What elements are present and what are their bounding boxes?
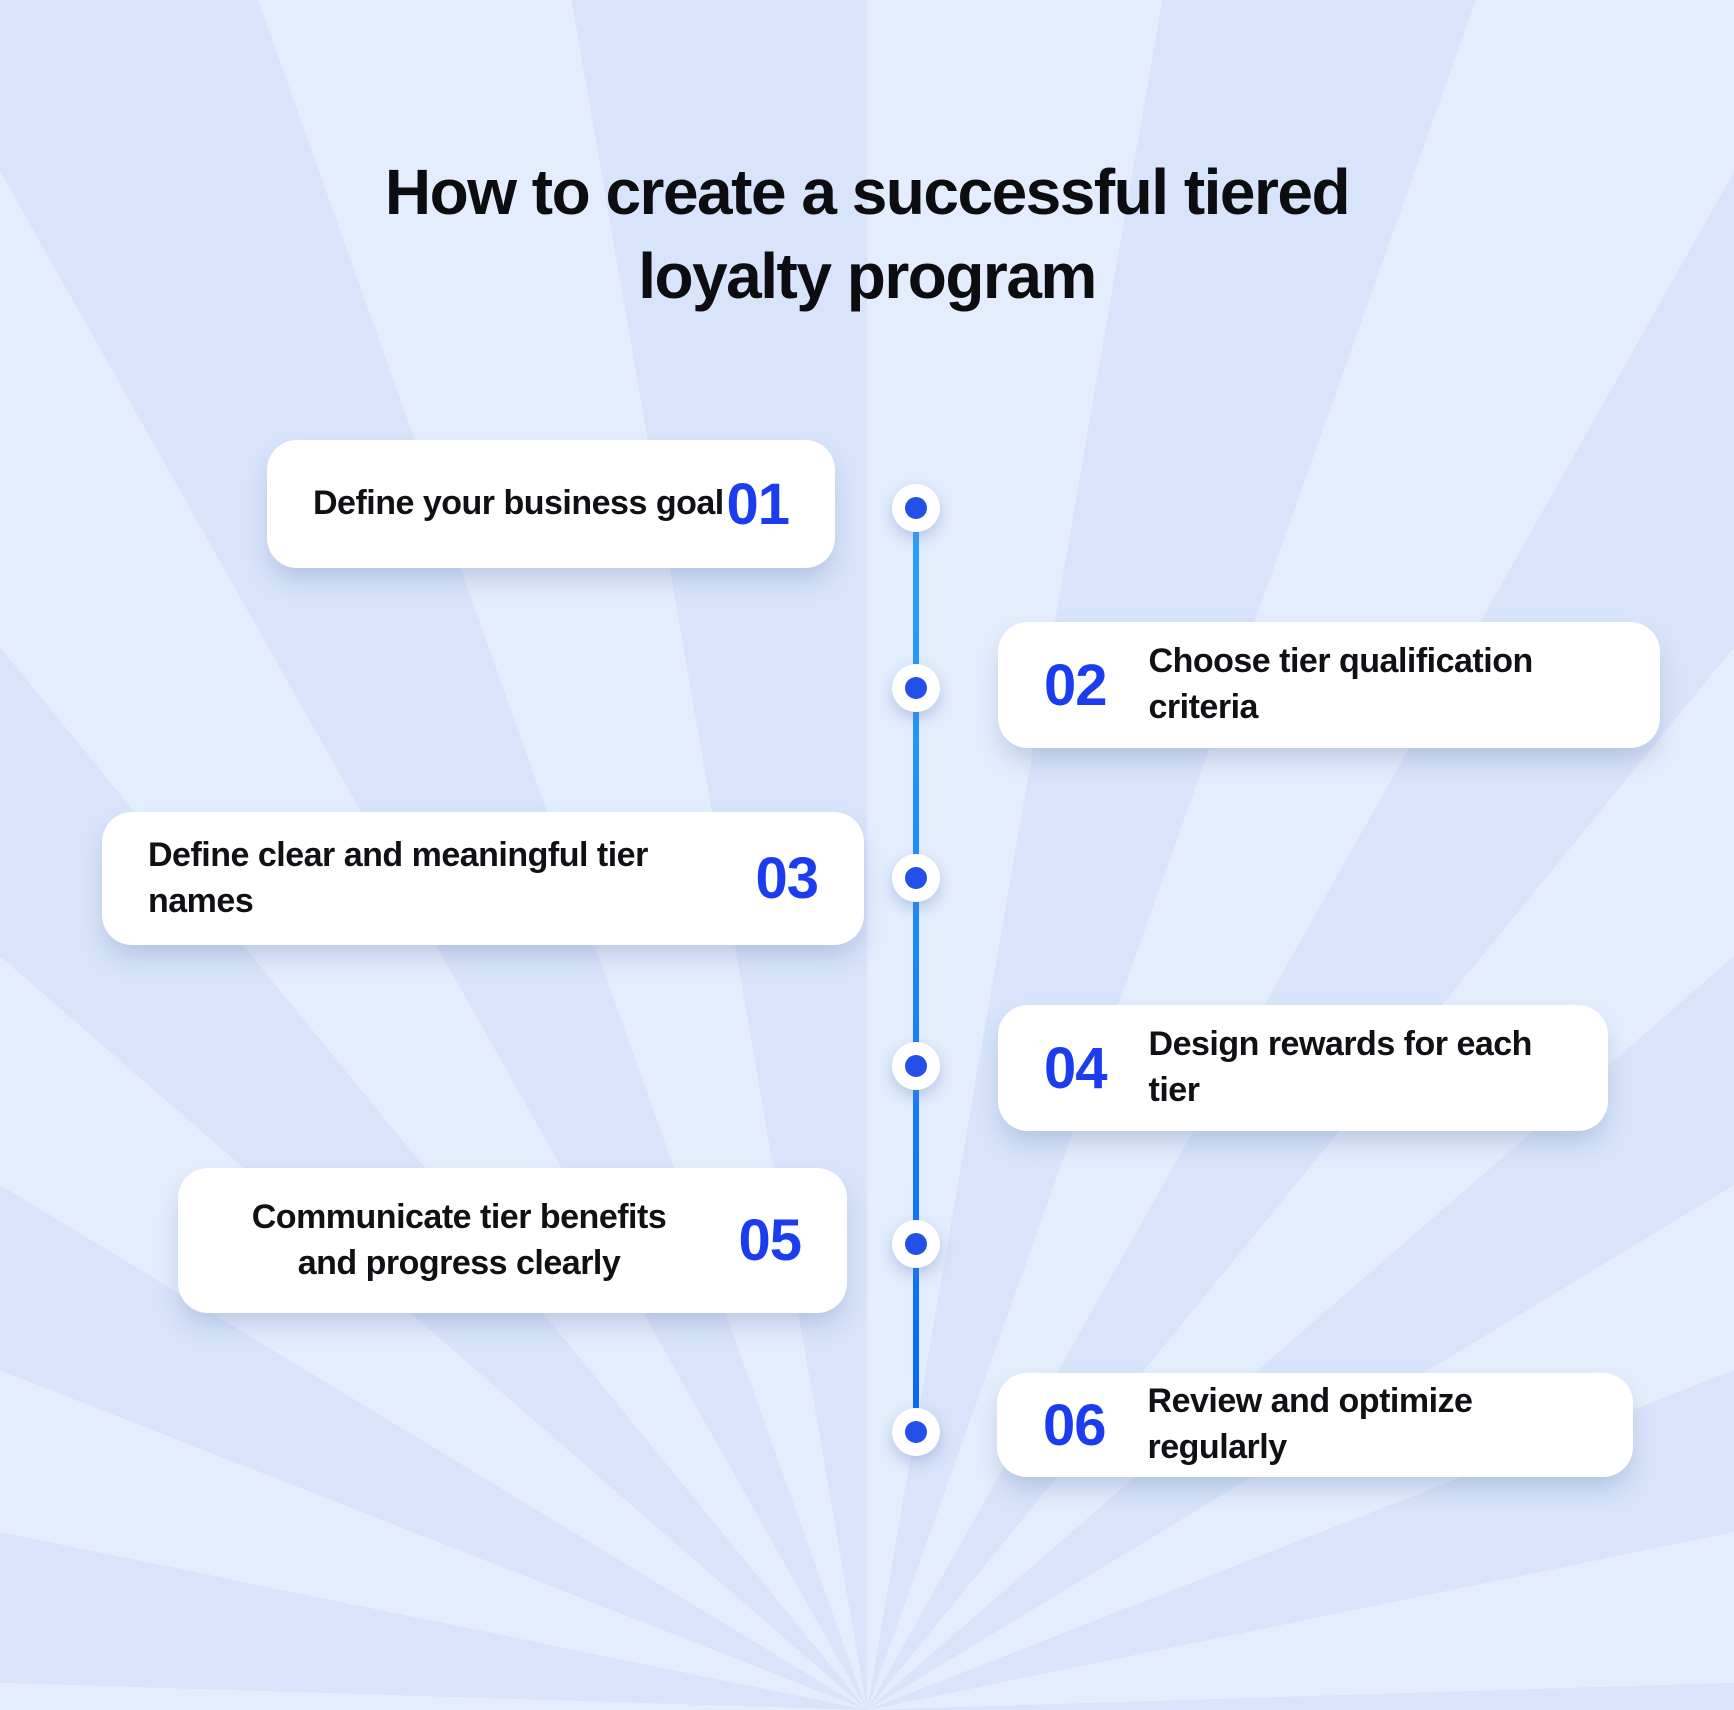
step-4-label: Design rewards for each tier: [1148, 1025, 1533, 1109]
step-6-label: Review and optimize regularly: [1147, 1382, 1473, 1466]
timeline-line: [913, 508, 919, 1434]
step-6-number: 06: [1043, 1392, 1107, 1458]
timeline-dot-6: [892, 1408, 940, 1456]
step-5-number: 05: [738, 1208, 802, 1273]
step-card-1: Define your business goal 01: [267, 440, 835, 568]
timeline-dot-2: [892, 664, 940, 712]
step-1-number: 01: [726, 471, 790, 537]
timeline-dot-4: [892, 1042, 940, 1090]
timeline-dot-1: [892, 484, 940, 532]
step-5-label: Communicate tier benefits and progress c…: [251, 1197, 667, 1282]
step-card-5: Communicate tier benefits and progress c…: [178, 1168, 847, 1313]
step-3-label: Define clear and meaningful tier names: [148, 835, 648, 920]
step-card-6: 06 Review and optimize regularly: [997, 1373, 1633, 1477]
step-card-2: 02 Choose tier qualification criteria: [998, 622, 1660, 748]
timeline-dot-5: [892, 1220, 940, 1268]
step-card-4: 04 Design rewards for each tier: [998, 1005, 1608, 1131]
page-title: How to create a successful tiered loyalt…: [0, 150, 1734, 318]
step-2-label: Choose tier qualification criteria: [1148, 642, 1534, 726]
page-title-line-1: How to create a successful tiered: [384, 156, 1351, 228]
step-card-3: Define clear and meaningful tier names 0…: [102, 812, 864, 945]
step-1-label: Define your business goal: [313, 484, 724, 523]
page-title-line-2: loyalty program: [638, 240, 1097, 312]
step-2-number: 02: [1044, 652, 1108, 718]
timeline-dot-3: [892, 854, 940, 902]
step-4-number: 04: [1044, 1035, 1108, 1101]
step-3-number: 03: [755, 846, 819, 911]
